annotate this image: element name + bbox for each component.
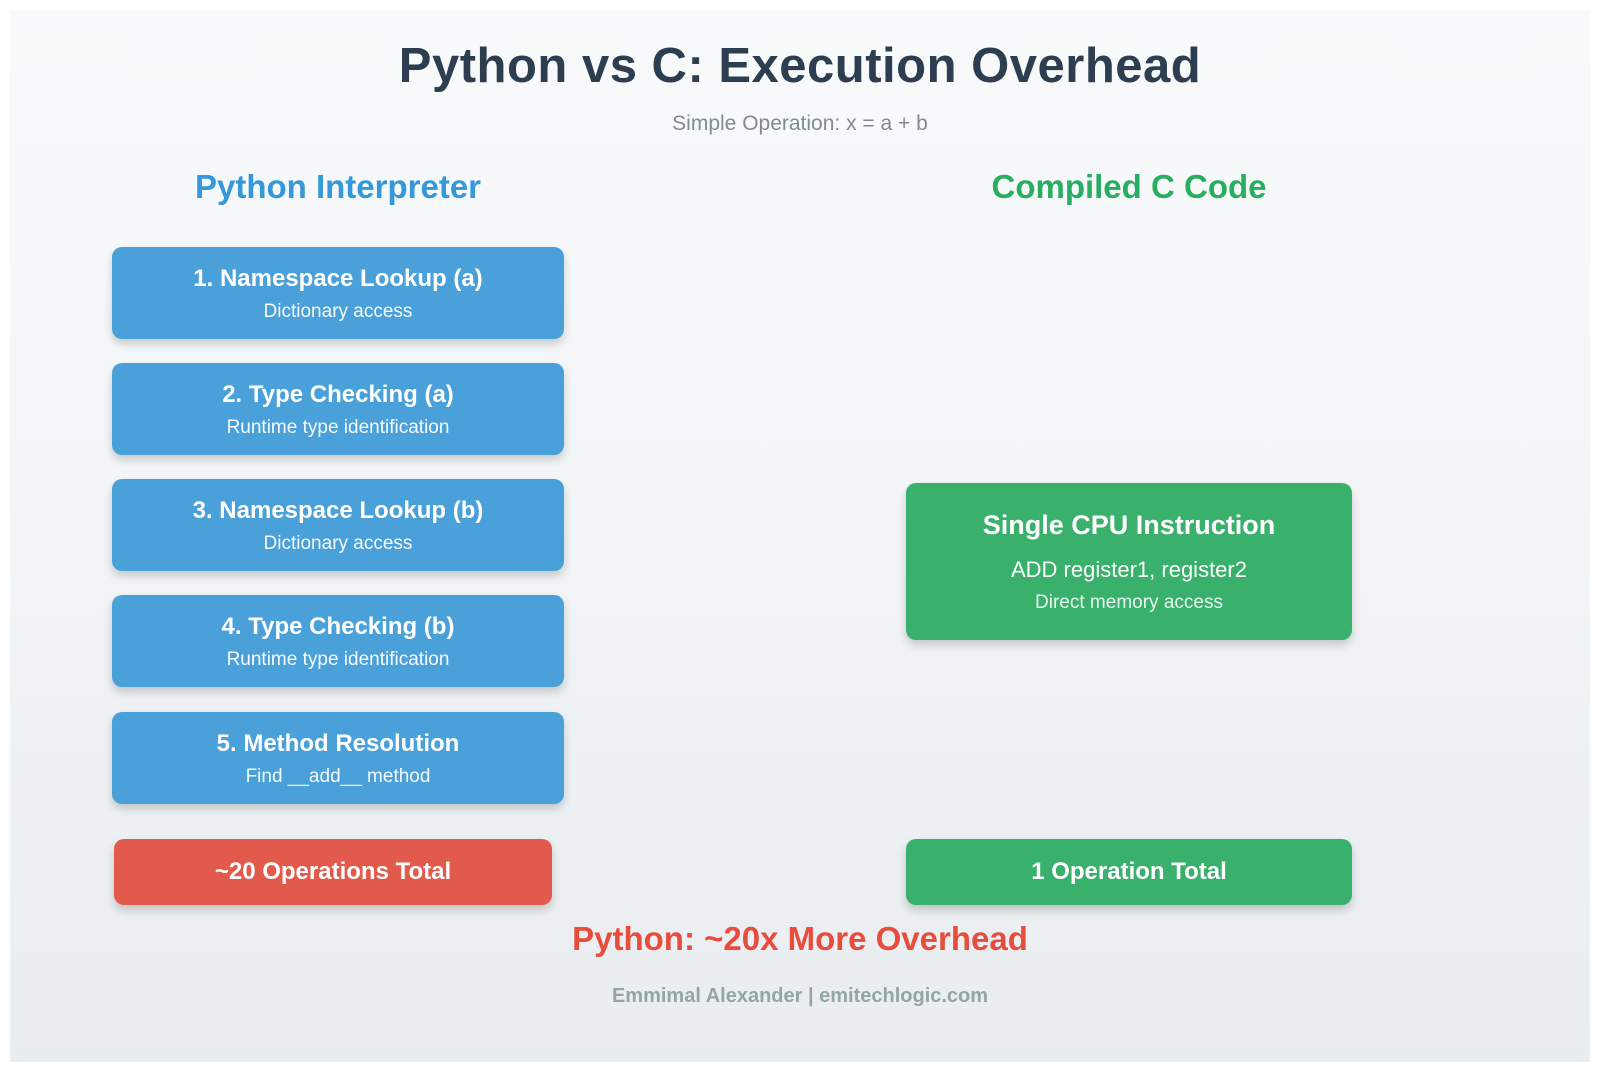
python-step-2: 2. Type Checking (a) Runtime type identi…: [112, 363, 564, 455]
step-subtitle: Runtime type identification: [226, 648, 450, 670]
python-total-box: ~20 Operations Total: [114, 839, 552, 905]
step-title: 4. Type Checking (b): [221, 612, 455, 640]
step-title: 1. Namespace Lookup (a): [193, 264, 483, 292]
step-subtitle: Runtime type identification: [226, 416, 450, 438]
python-step-4: 4. Type Checking (b) Runtime type identi…: [112, 595, 564, 687]
c-instruction-box: Single CPU Instruction ADD register1, re…: [906, 483, 1352, 640]
python-step-1: 1. Namespace Lookup (a) Dictionary acces…: [112, 247, 564, 339]
step-subtitle: Dictionary access: [263, 532, 413, 554]
conclusion-text: Python: ~20x More Overhead: [572, 920, 1028, 957]
page-subtitle: Simple Operation: x = a + b: [672, 112, 928, 135]
python-step-5: 5. Method Resolution Find __add__ method: [112, 712, 564, 804]
c-total-box: 1 Operation Total: [906, 839, 1352, 905]
step-title: 5. Method Resolution: [216, 729, 460, 757]
python-column-heading: Python Interpreter: [194, 168, 482, 205]
c-instruction-note: Direct memory access: [1035, 591, 1223, 613]
step-subtitle: Dictionary access: [263, 300, 413, 322]
footer-credit: Emmimal Alexander | emitechlogic.com: [611, 985, 989, 1007]
page-title: Python vs C: Execution Overhead: [398, 39, 1202, 93]
step-title: 3. Namespace Lookup (b): [192, 496, 484, 524]
python-step-3: 3. Namespace Lookup (b) Dictionary acces…: [112, 479, 564, 571]
c-instruction-title: Single CPU Instruction: [982, 509, 1276, 540]
c-instruction-assembly: ADD register1, register2: [1011, 556, 1247, 582]
step-title: 2. Type Checking (a): [222, 380, 454, 408]
step-subtitle: Find __add__ method: [245, 765, 431, 787]
c-column-heading: Compiled C Code: [991, 168, 1267, 205]
